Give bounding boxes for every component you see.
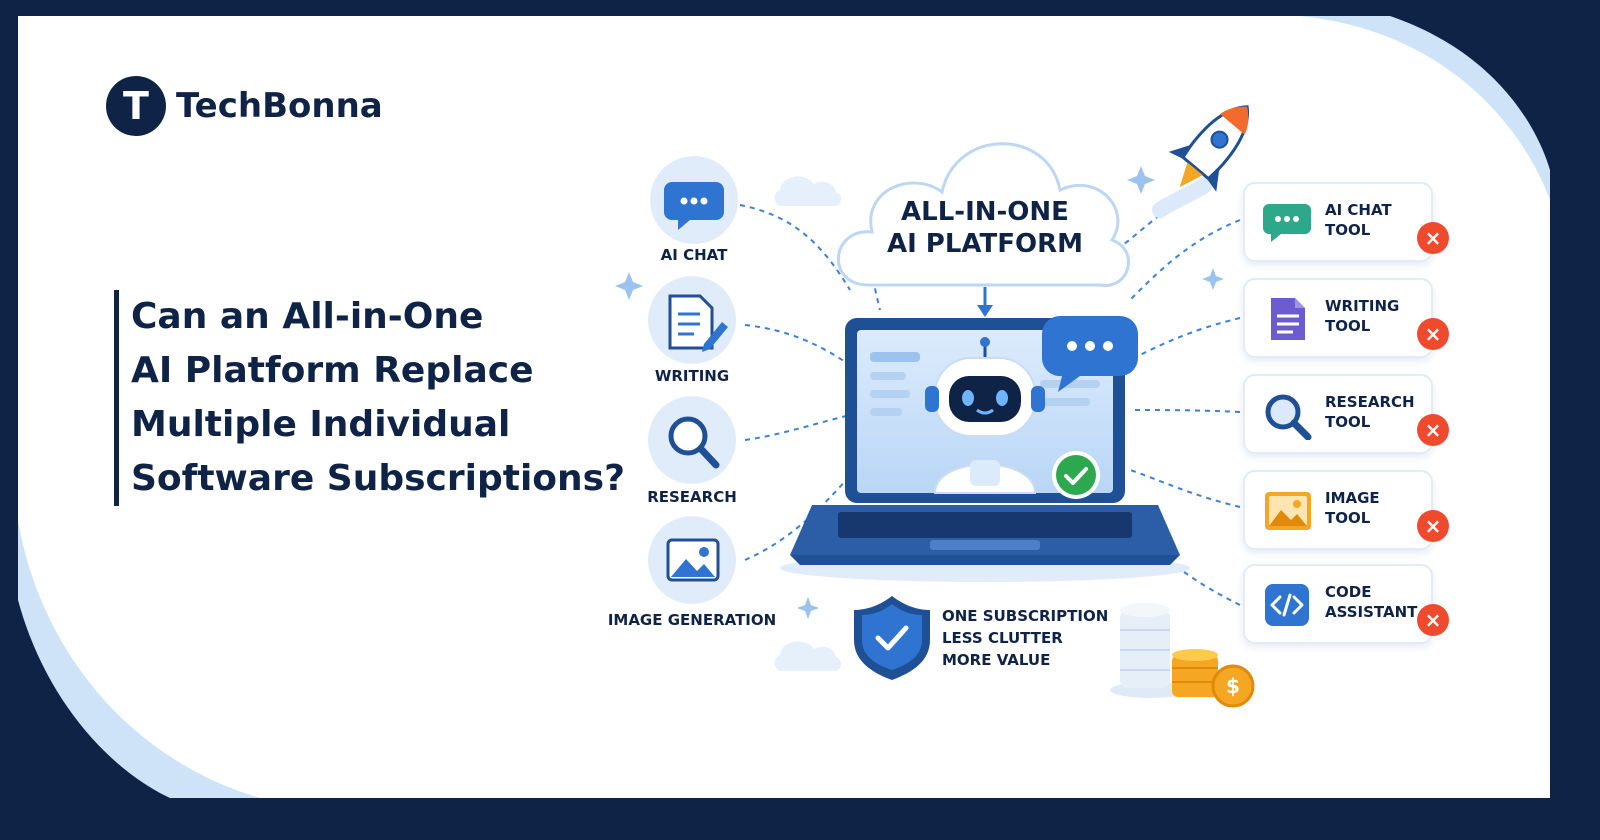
robot-icon: [925, 337, 1045, 494]
platform-cloud: [837, 142, 1130, 287]
close-icon: ×: [1417, 510, 1449, 542]
tool-card-code: CODE ASSISTANT ×: [1243, 564, 1449, 644]
tool-card-title-line: AI CHAT TOOL: [1325, 201, 1392, 239]
benefit-item: ONE SUBSCRIPTION: [942, 607, 1109, 625]
sparkle-icon: [615, 272, 643, 300]
sparkle-icon: [1127, 166, 1155, 194]
tool-card-title-line: ASSISTANT: [1325, 603, 1418, 621]
platform-title: ALL-IN-ONE AI PLATFORM: [887, 196, 1083, 260]
tool-card-title: AI CHAT TOOL: [1325, 200, 1431, 240]
feature-label-writing: WRITING: [654, 367, 730, 385]
feature-label-image-generation: IMAGE GENERATION: [607, 611, 777, 629]
benefit-item: MORE VALUE: [942, 651, 1051, 669]
benefit-item: LESS CLUTTER: [942, 629, 1063, 647]
tool-card-title-line: TOOL: [1325, 317, 1371, 335]
image-icon: [1265, 492, 1311, 530]
chat-bubble-icon: [1263, 204, 1311, 242]
frame-left: [0, 0, 18, 840]
corner-curve-dark: [1390, 16, 1550, 170]
close-icon: ×: [1417, 604, 1449, 636]
shield-check-icon: [854, 596, 930, 680]
sparkle-icon: [797, 597, 819, 619]
coin-symbol: $: [1226, 674, 1240, 698]
headline-line: Multiple Individual: [131, 404, 511, 445]
brand: T TechBonna: [106, 76, 383, 136]
small-cloud: [774, 641, 842, 671]
coin-stack-icon: $: [1110, 603, 1255, 708]
tool-card-research: RESEARCH TOOL ×: [1243, 374, 1449, 454]
feature-label-research: RESEARCH: [647, 488, 737, 506]
platform-title-line: ALL-IN-ONE: [901, 197, 1069, 227]
check-badge-icon: [1052, 451, 1100, 499]
headline-line: Can an All-in-One: [131, 296, 484, 337]
tool-card-title-line: WRITING: [1325, 297, 1400, 315]
magnifier-icon: [1265, 394, 1312, 440]
document-icon: [1271, 298, 1305, 340]
feature-icons: [648, 156, 738, 604]
headline-line: AI Platform Replace: [131, 350, 534, 391]
rocket-icon: [1152, 105, 1250, 218]
tool-card-ai-chat: AI CHAT TOOL ×: [1243, 182, 1449, 262]
arrow-down-icon: [977, 305, 993, 317]
sparkle-icon: [1202, 268, 1224, 290]
platform-title-line: AI PLATFORM: [886, 229, 1084, 259]
close-icon: ×: [1417, 222, 1449, 254]
tool-card-title: IMAGE TOOL: [1325, 488, 1380, 528]
frame-right: [1550, 0, 1600, 840]
tool-card-title-line: TOOL: [1325, 509, 1371, 527]
brand-name: TechBonna: [176, 86, 383, 126]
tool-card-title: WRITING TOOL: [1325, 296, 1399, 336]
headline-line: Software Subscriptions?: [131, 458, 625, 499]
benefits-list: ONE SUBSCRIPTION LESS CLUTTER MORE VALUE: [942, 605, 1108, 671]
tool-card-title: CODE ASSISTANT: [1325, 582, 1417, 622]
tool-card-image: IMAGE TOOL ×: [1243, 470, 1449, 550]
tool-card-title-line: TOOL: [1325, 413, 1371, 431]
feature-label-ai-chat: AI CHAT: [660, 246, 728, 264]
close-icon: ×: [1417, 414, 1449, 446]
small-cloud: [774, 176, 842, 206]
close-icon: ×: [1417, 318, 1449, 350]
frame-top: [0, 0, 1600, 16]
tool-card-writing: WRITING TOOL ×: [1243, 278, 1449, 358]
tool-card-title-line: RESEARCH: [1325, 393, 1415, 411]
code-icon: [1265, 584, 1309, 626]
tool-card-title: RESEARCH TOOL: [1325, 392, 1415, 432]
headline: Can an All-in-One AI Platform Replace Mu…: [114, 290, 625, 506]
brand-logo: T: [106, 76, 166, 136]
tool-card-title-line: IMAGE: [1325, 489, 1380, 507]
frame-bottom: [0, 798, 1600, 840]
corner-curve-dark-bl: [18, 600, 170, 798]
tool-card-title-line: CODE: [1325, 583, 1372, 601]
chat-bubble-icon: [1041, 316, 1138, 392]
